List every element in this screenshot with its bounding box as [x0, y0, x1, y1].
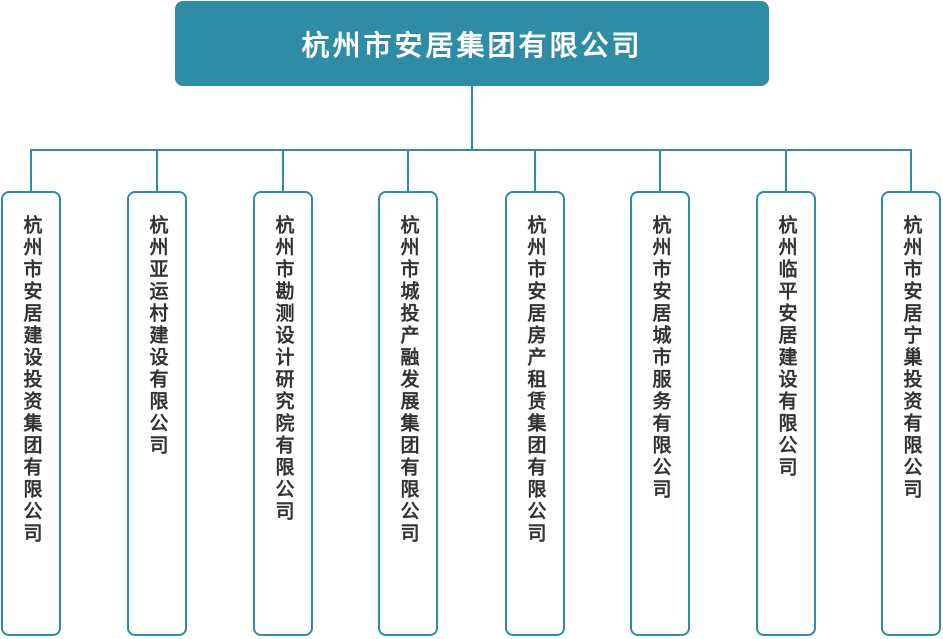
child-connector	[407, 150, 409, 191]
child-connector	[282, 150, 284, 191]
child-node: 杭州亚运村建设有限公司	[127, 191, 187, 636]
child-node-label: 杭州市勘测设计研究院有限公司	[272, 215, 295, 523]
root-node: 杭州市安居集团有限公司	[175, 1, 769, 86]
child-node-label: 杭州市安居宁巢投资有限公司	[900, 215, 923, 501]
child-node-label: 杭州市城投产融发展集团有限公司	[397, 215, 420, 545]
child-connector	[30, 150, 32, 191]
horizontal-connector	[30, 149, 912, 151]
child-connector	[534, 150, 536, 191]
child-connector	[156, 150, 158, 191]
child-node: 杭州市安居建设投资集团有限公司	[1, 191, 61, 636]
child-connector	[910, 150, 912, 191]
child-node-label: 杭州市安居城市服务有限公司	[649, 215, 672, 501]
child-node: 杭州市安居城市服务有限公司	[630, 191, 690, 636]
root-node-label: 杭州市安居集团有限公司	[301, 28, 643, 62]
child-node-label: 杭州亚运村建设有限公司	[146, 215, 169, 457]
child-connector	[659, 150, 661, 191]
child-connector	[785, 150, 787, 191]
child-node-label: 杭州市安居建设投资集团有限公司	[20, 215, 43, 545]
child-node-label: 杭州临平安居建设有限公司	[775, 215, 798, 479]
trunk-connector	[471, 86, 473, 151]
child-node: 杭州市城投产融发展集团有限公司	[378, 191, 438, 636]
child-node: 杭州临平安居建设有限公司	[756, 191, 816, 636]
child-node-label: 杭州市安居房产租赁集团有限公司	[524, 215, 547, 545]
child-node: 杭州市安居宁巢投资有限公司	[881, 191, 941, 636]
child-node: 杭州市勘测设计研究院有限公司	[253, 191, 313, 636]
child-node: 杭州市安居房产租赁集团有限公司	[505, 191, 565, 636]
